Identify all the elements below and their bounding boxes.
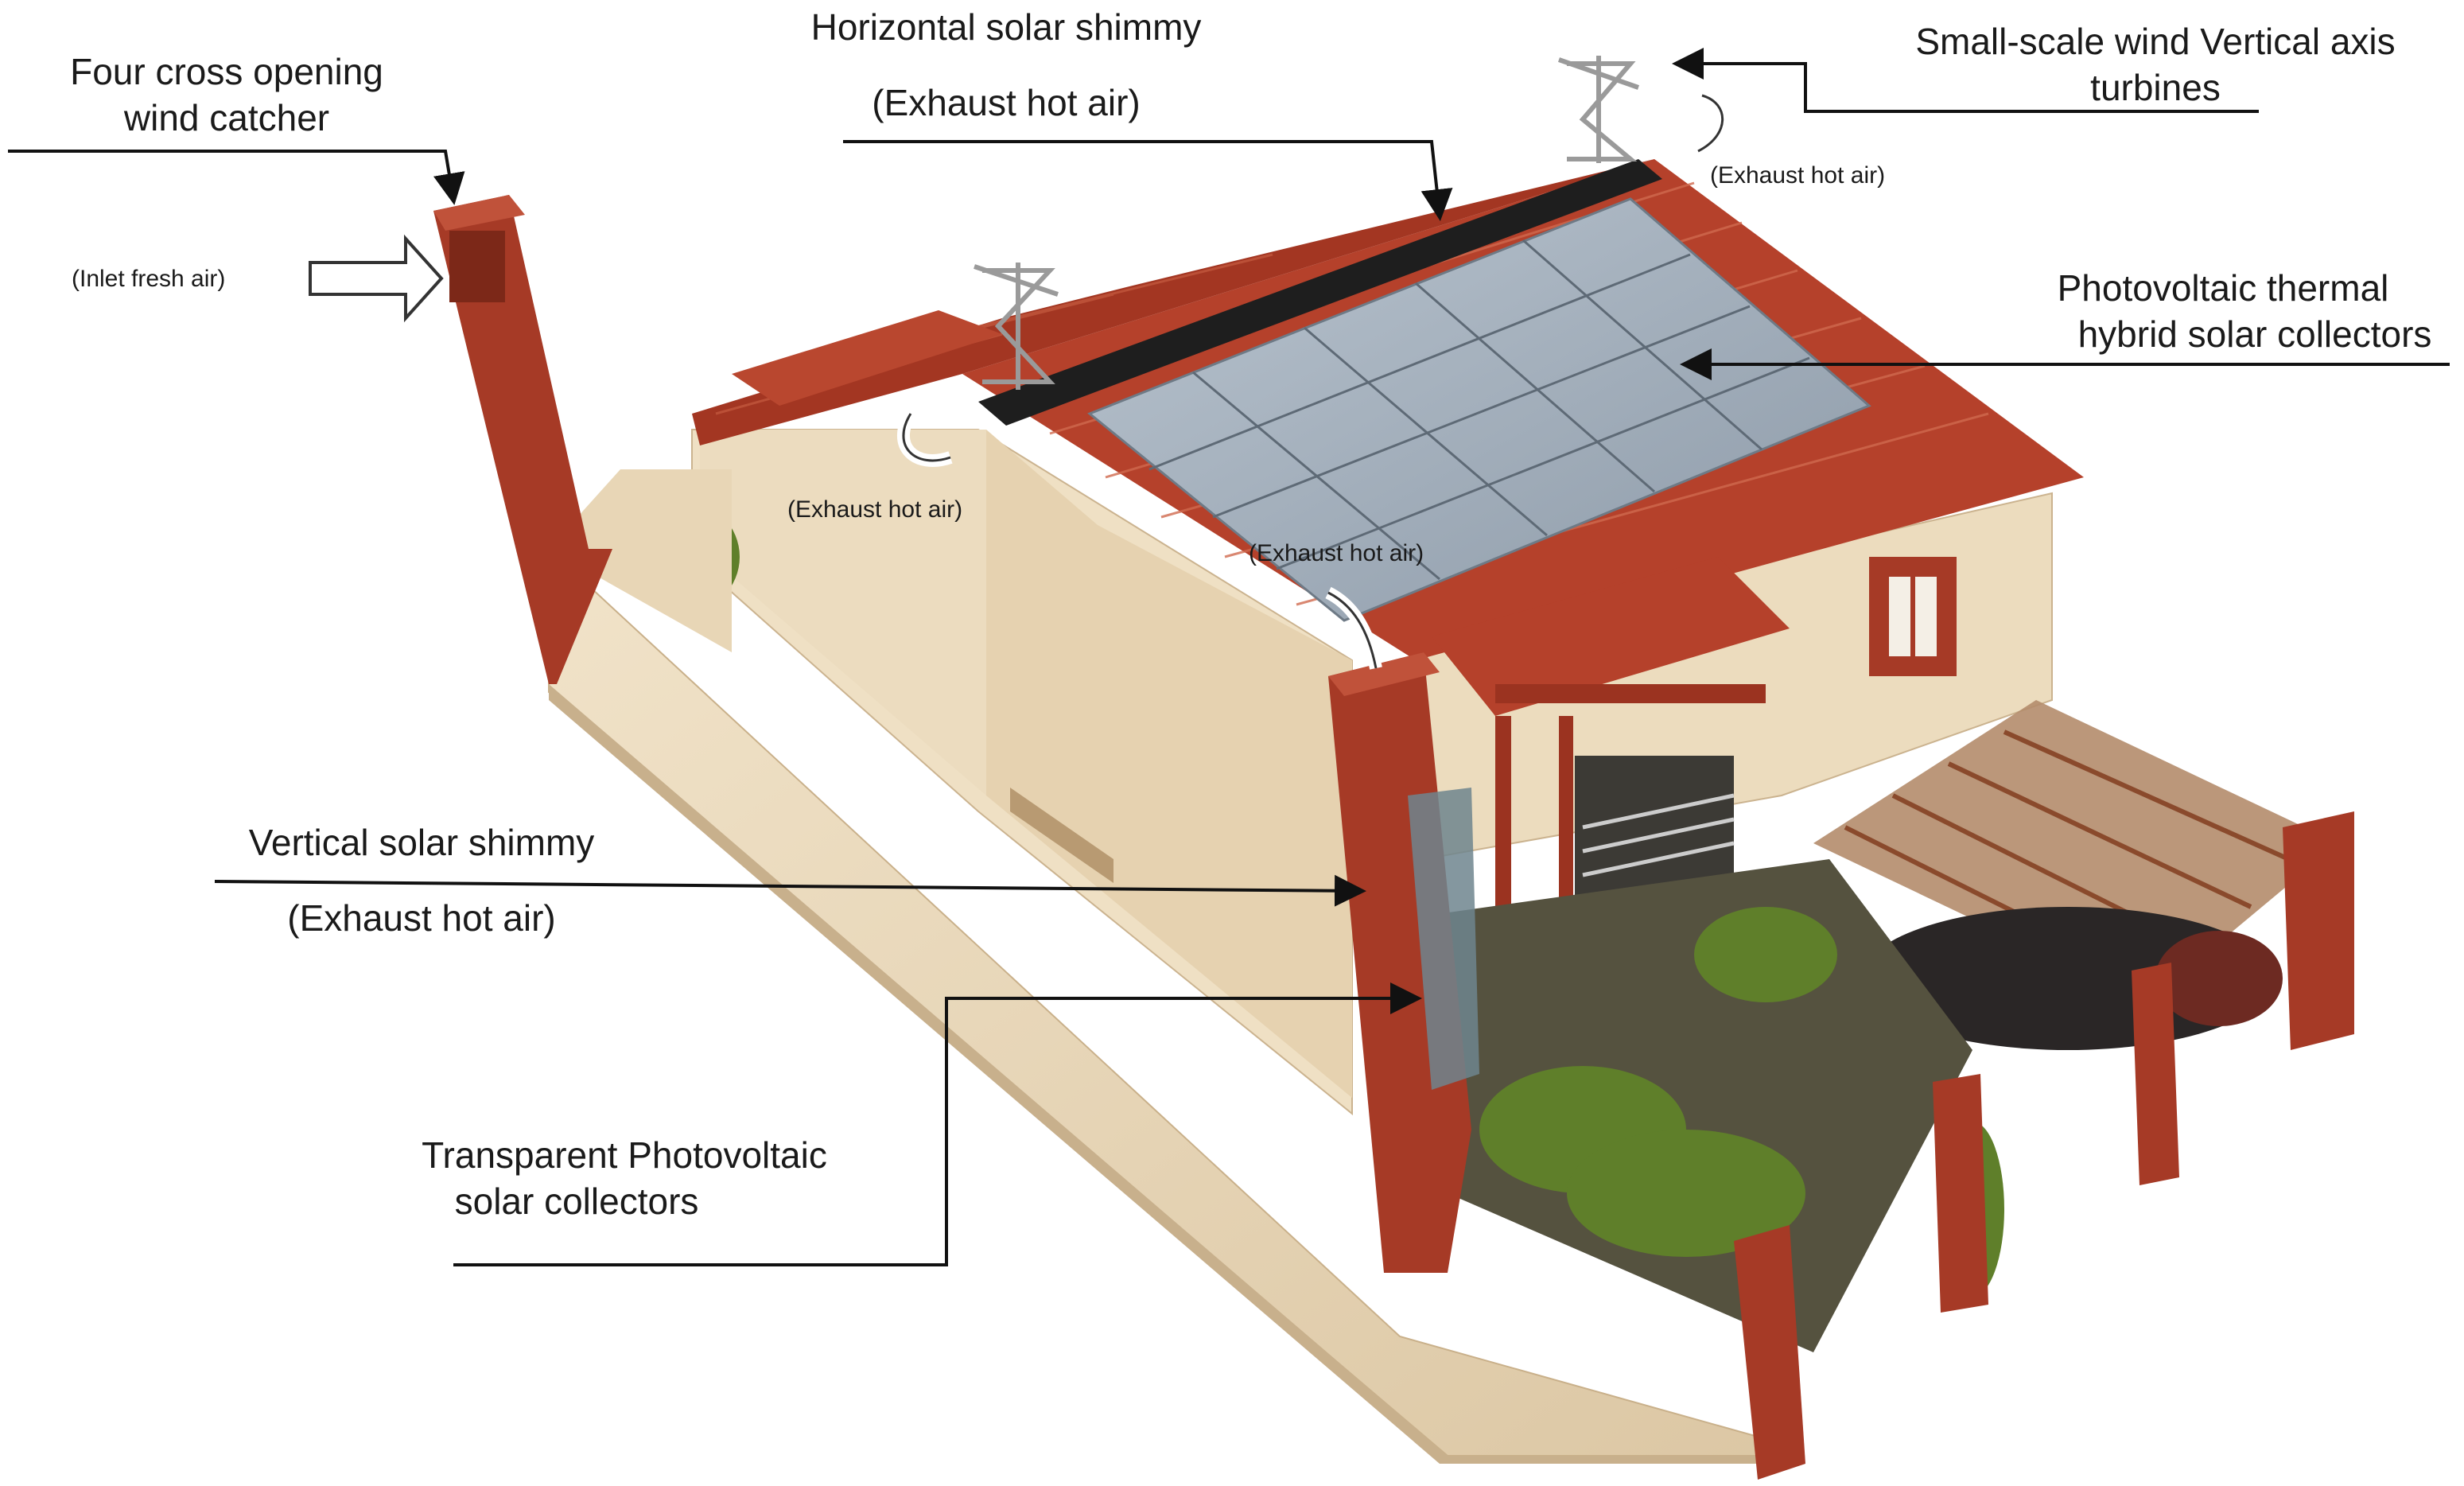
house-illustration bbox=[309, 56, 2354, 1480]
label-exhaust-vertical-chimney: (Exhaust hot air) bbox=[1249, 540, 1424, 566]
entrance-pergola bbox=[1495, 684, 1766, 939]
label-pvt-1: Photovoltaic thermal bbox=[2058, 267, 2389, 309]
wind-turbine-left bbox=[974, 263, 1059, 390]
label-vertical-chimney: Vertical solar shimmy bbox=[249, 822, 595, 863]
leader-vertical-chimney bbox=[214, 874, 1366, 907]
label-horizontal-chimney-sub: (Exhaust hot air) bbox=[872, 82, 1140, 123]
front-garden bbox=[1432, 859, 1972, 1352]
leader-turbines bbox=[1672, 48, 2259, 113]
leader-lines bbox=[8, 48, 2450, 1266]
label-inlet-fresh-air: (Inlet fresh air) bbox=[72, 266, 225, 292]
leader-horizontal-chimney bbox=[843, 140, 1453, 221]
label-wind-catcher-2: wind catcher bbox=[123, 97, 329, 138]
label-pvt-2: hybrid solar collectors bbox=[2078, 313, 2432, 355]
label-transparent-pv-2: solar collectors bbox=[455, 1181, 699, 1222]
leader-wind-catcher bbox=[8, 150, 465, 205]
label-turbines-2: turbines bbox=[2090, 67, 2221, 108]
inlet-air-arrow bbox=[309, 234, 444, 323]
label-horizontal-chimney: Horizontal solar shimmy bbox=[811, 6, 1202, 48]
pvt-collector-array bbox=[1087, 197, 1871, 622]
label-exhaust-turbine-right: (Exhaust hot air) bbox=[1710, 162, 1885, 189]
wind-turbine-right bbox=[1558, 56, 1639, 163]
label-turbines-1: Small-scale wind Vertical axis bbox=[1915, 21, 2395, 62]
label-transparent-pv-1: Transparent Photovoltaic bbox=[422, 1134, 827, 1176]
labels: Four cross opening wind catcher (Inlet f… bbox=[70, 6, 2431, 1222]
roof-rear bbox=[692, 159, 1654, 445]
label-exhaust-turbine-left: (Exhaust hot air) bbox=[787, 496, 962, 523]
wind-catcher-tower bbox=[433, 195, 612, 684]
front-pillars bbox=[1734, 811, 2354, 1480]
horizontal-solar-chimney bbox=[978, 159, 1662, 426]
transparent-pv-facade bbox=[1408, 788, 1479, 1090]
label-vertical-chimney-sub: (Exhaust hot air) bbox=[287, 897, 555, 939]
roof-porch bbox=[1432, 557, 1790, 716]
house-gable-wall bbox=[986, 430, 1352, 1098]
label-wind-catcher-1: Four cross opening bbox=[70, 51, 383, 92]
leader-transparent-pv bbox=[453, 982, 1422, 1266]
